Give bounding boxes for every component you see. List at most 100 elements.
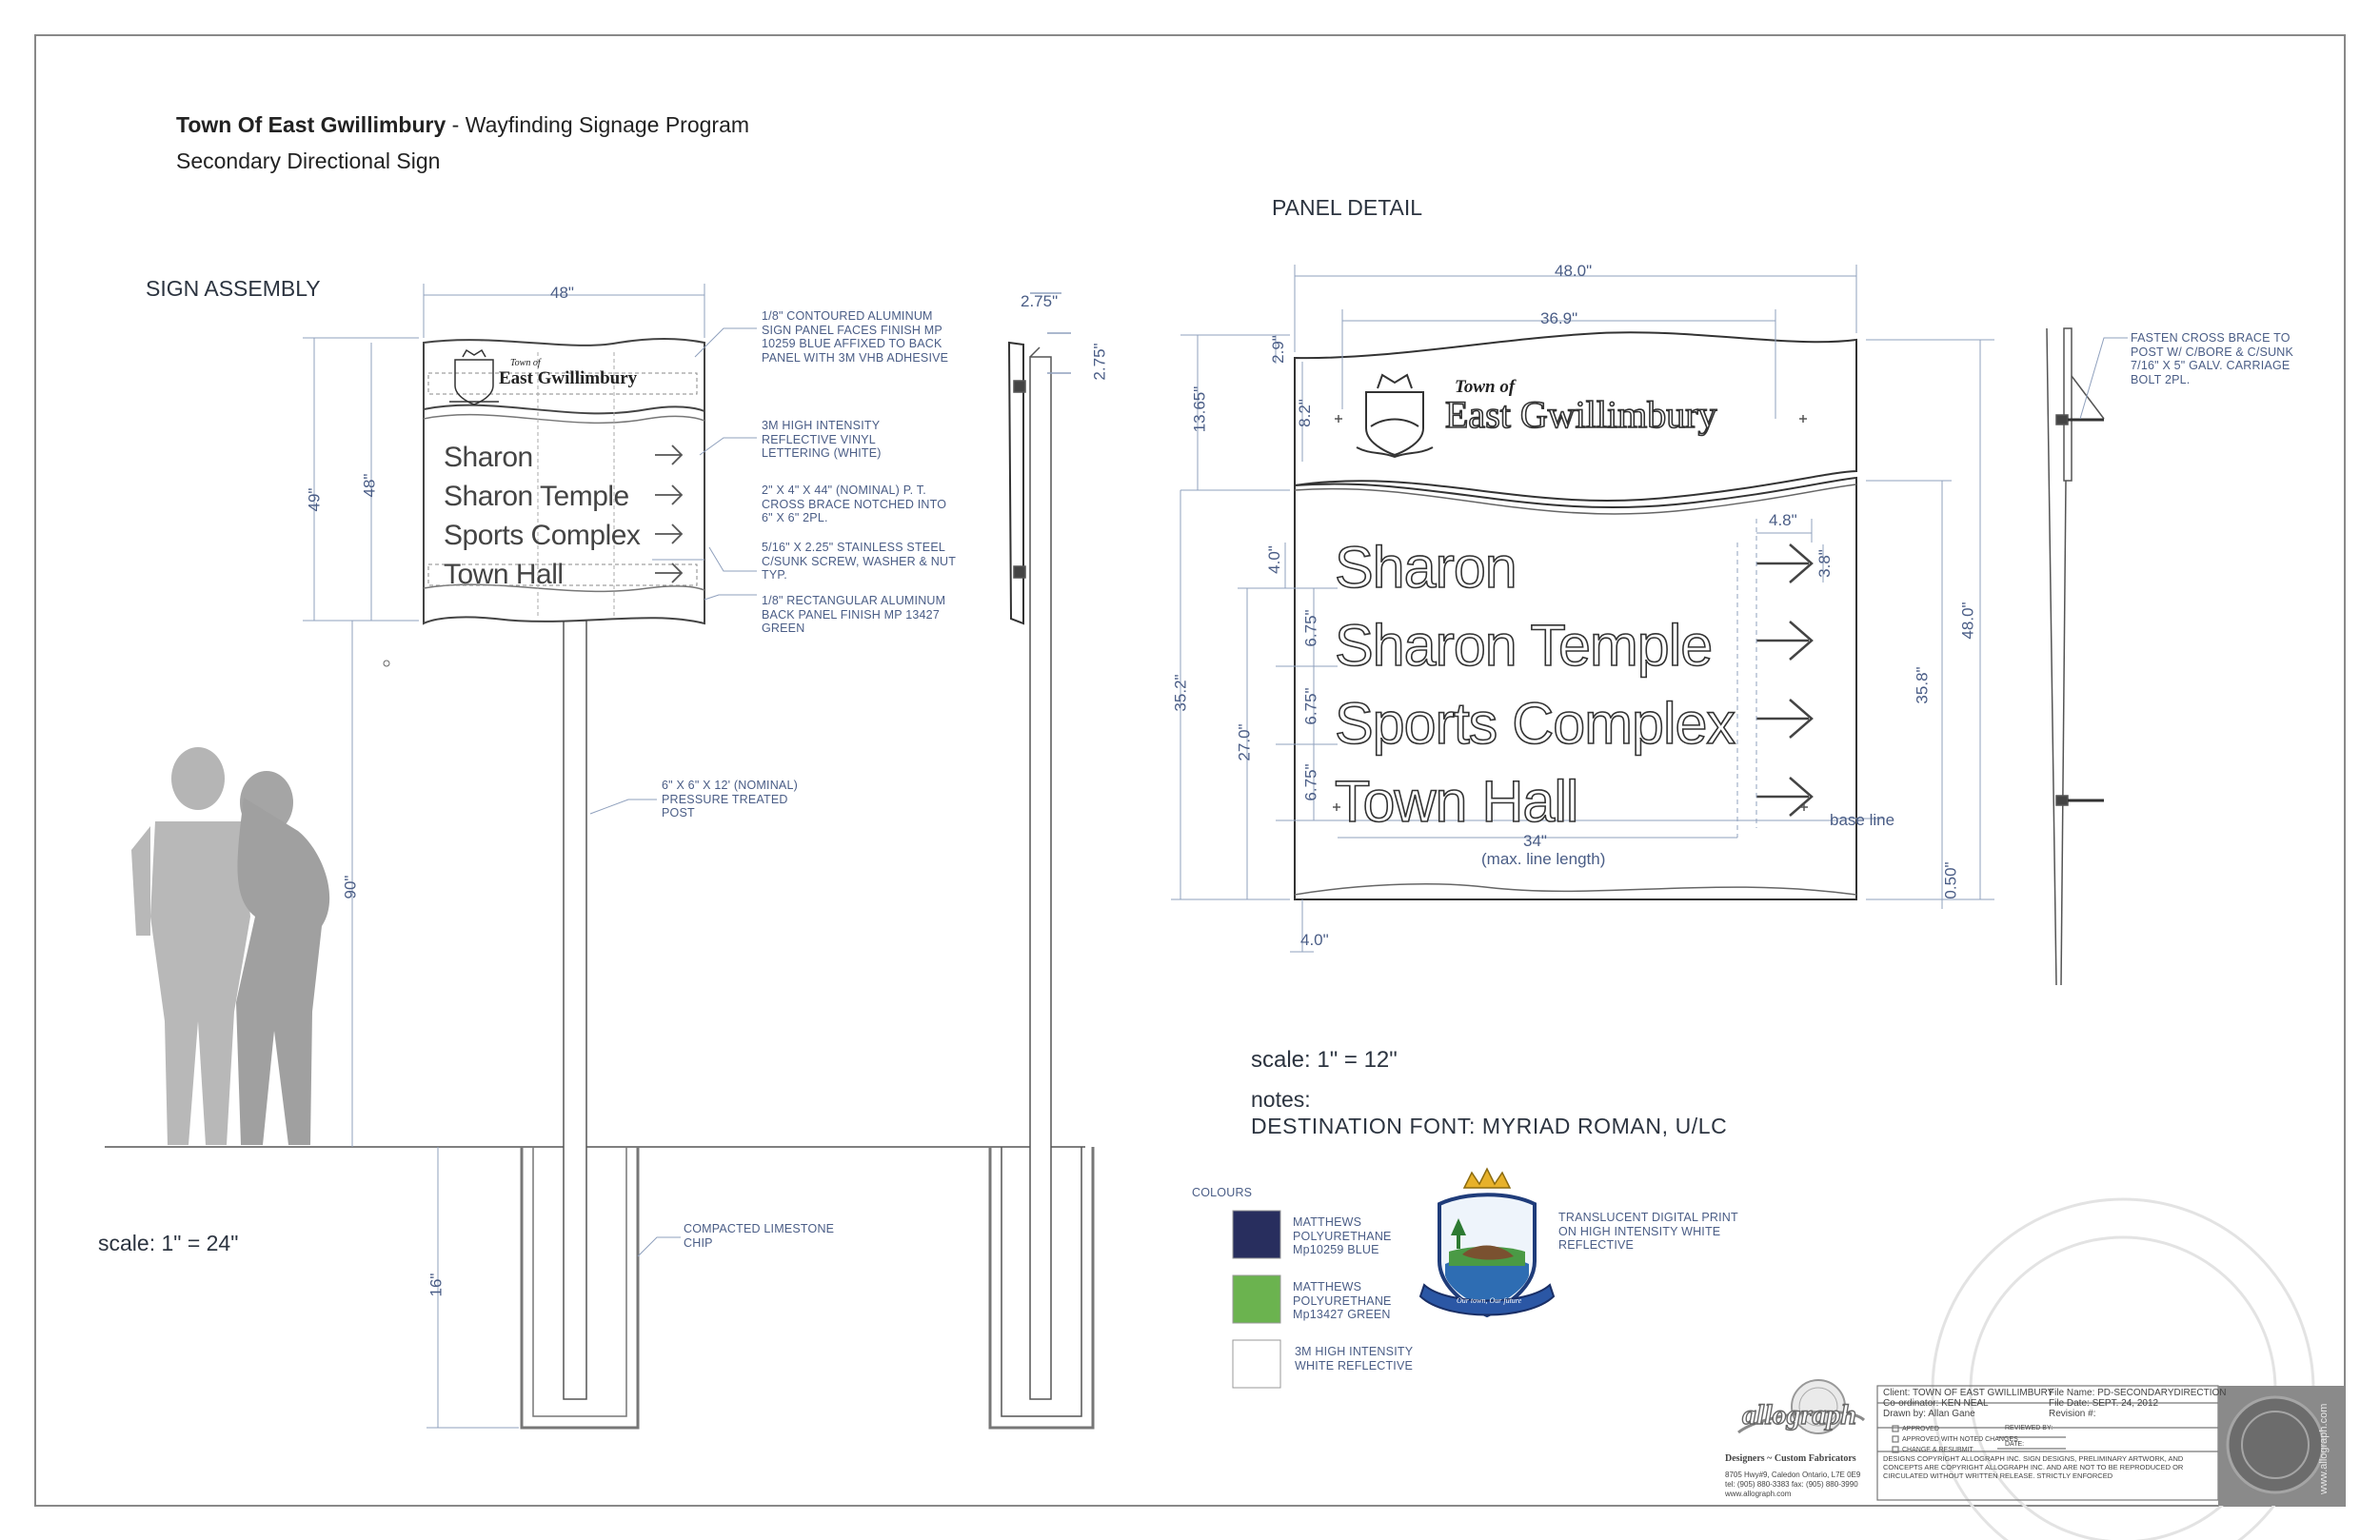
- assembly-destination: Sharon: [444, 442, 533, 473]
- note-fasten-cross-brace: FASTEN CROSS BRACE TO POST W/ C/BORE & C…: [2131, 331, 2294, 386]
- assembly-logo-name: East Gwillimbury: [499, 368, 638, 388]
- panel-logo-name: East Gwillimbury: [1444, 392, 1717, 437]
- town-crest-logo: [1418, 1167, 1556, 1318]
- dim-line-length-note: (max. line length): [1481, 850, 1606, 868]
- tb-file-date: File Date: SEPT. 24, 2012: [2049, 1398, 2159, 1409]
- front-arrows: [655, 444, 684, 583]
- dim-spacing3: 6.75": [1301, 763, 1320, 801]
- assembly-logo-town-of: Town of: [510, 358, 541, 368]
- dim-side-right: 2.75": [1090, 343, 1109, 381]
- colour-swatch-blue: [1232, 1210, 1281, 1259]
- assembly-scale: scale: 1" = 24": [98, 1231, 239, 1255]
- tb-check-option: APPROVED: [1902, 1426, 1939, 1432]
- title-block: [1876, 1385, 2219, 1501]
- note-post: 6" X 6" X 12' (NOMINAL) PRESSURE TREATED…: [662, 779, 798, 819]
- panel-front: [423, 337, 705, 625]
- notes-label: notes:: [1251, 1087, 1311, 1112]
- dim-top-margin: 2.9": [1268, 335, 1287, 364]
- dim-arrow-width: 4.8": [1769, 511, 1797, 529]
- note-panel-faces: 1/8" CONTOURED ALUMINUM SIGN PANEL FACES…: [762, 309, 949, 365]
- dim-panel-width: 48.0": [1555, 262, 1593, 280]
- tb-check-option: APPROVED WITH NOTED CHANGES: [1902, 1436, 2018, 1443]
- dim-base-offset: 0.50": [1941, 861, 1960, 899]
- company-logo-text: allograph: [1741, 1398, 1857, 1431]
- arrow-icon: [655, 523, 684, 544]
- address-line: tel: (905) 880-3383 fax: (905) 880-3990: [1725, 1480, 1858, 1489]
- footing-side: [988, 1147, 1095, 1430]
- header-title: Town Of East Gwillimbury - Wayfinding Si…: [176, 112, 749, 138]
- crest-icon-small-front: [449, 348, 499, 405]
- colour-swatch-green: [1232, 1274, 1281, 1324]
- arrow-icon: [1756, 699, 1814, 739]
- panel-destination: Sharon: [1334, 534, 1517, 601]
- dim-header-width: 36.9": [1540, 309, 1578, 327]
- crest-motto: Our town, Our future: [1457, 1296, 1522, 1305]
- panel-destination: Town Hall: [1334, 768, 1579, 835]
- arrow-icon: [1756, 777, 1814, 817]
- assembly-destination-list: Sharon Sharon Temple Sports Complex Town…: [444, 438, 641, 594]
- sign-assembly-title: SIGN ASSEMBLY: [146, 276, 321, 301]
- survey-point-icon: [383, 660, 390, 667]
- tb-approval-checks: APPROVED APPROVED WITH NOTED CHANGES CHA…: [1902, 1424, 2018, 1455]
- tb-copyright: DESIGNS COPYRIGHT ALLOGRAPH INC. SIGN DE…: [1883, 1454, 2184, 1480]
- footing-front: [520, 1147, 640, 1430]
- dim-spacing2: 6.75": [1301, 687, 1320, 725]
- tb-revision: Revision #:: [2049, 1409, 2096, 1419]
- human-scale-silhouette: [122, 745, 346, 1155]
- panel-arrows: [1756, 543, 1814, 817]
- tb-date: DATE:: [2005, 1441, 2025, 1448]
- assembly-dimension-lines: [303, 284, 757, 1429]
- dim-spacing1: 6.75": [1301, 609, 1320, 647]
- note-screw: 5/16" X 2.25" STAINLESS STEEL C/SUNK SCR…: [762, 541, 956, 582]
- arrow-icon: [655, 444, 684, 465]
- panel-destination: Sports Complex: [1334, 690, 1736, 757]
- company-tagline: Designers ~ Custom Fabricators: [1725, 1453, 1856, 1464]
- assembly-destination: Sharon Temple: [444, 481, 629, 512]
- post-side: [1029, 356, 1052, 1400]
- arrow-icon: [655, 563, 684, 583]
- program-name: - Wayfinding Signage Program: [446, 112, 750, 137]
- panel-detail-title: PANEL DETAIL: [1272, 195, 1423, 220]
- arrow-icon: [655, 484, 684, 505]
- dim-assembly-overall-height: 49": [305, 487, 324, 512]
- town-name: Town Of East Gwillimbury: [176, 112, 446, 137]
- tb-coordinator: Co-ordinator: KEN NEAL: [1883, 1398, 1989, 1409]
- crest-print-note: TRANSLUCENT DIGITAL PRINT ON HIGH INTENS…: [1558, 1211, 1738, 1252]
- panel-lower-face: [1294, 476, 1857, 900]
- allograph-logo: [1737, 1379, 1866, 1434]
- tb-drawn-by: Drawn by: Allan Gane: [1883, 1409, 1975, 1419]
- tb-website: www.allograph.com: [2318, 1403, 2330, 1494]
- panel-detail-drawing: [1294, 331, 1857, 900]
- colour-label-blue: MATTHEWS POLYURETHANE Mp10259 BLUE: [1293, 1215, 1392, 1256]
- dim-text-block: 27.0": [1235, 723, 1254, 761]
- dim-line-length: 34": [1523, 832, 1547, 850]
- dim-side-top: 2.75": [1021, 292, 1059, 310]
- sign-assembly-front: [105, 337, 1085, 1430]
- tb-file-name: File Name: PD-SECONDARYDIRECTION: [2049, 1388, 2227, 1398]
- tb-reviewed-by: REVIEWED BY:: [2005, 1425, 2053, 1431]
- panel-side-profile: [2046, 327, 2128, 986]
- arrow-icon: [1756, 543, 1814, 583]
- arrow-icon: [1756, 621, 1814, 661]
- panel-header-face: [1294, 331, 1857, 502]
- address-line: 8705 Hwy#9, Caledon Ontario, L7E 0E9: [1725, 1471, 1861, 1479]
- panel-dimension-lines: [1171, 265, 1994, 953]
- assembly-destination: Town Hall: [444, 559, 564, 590]
- dim-line1: 4.0": [1264, 545, 1283, 574]
- dim-logo-height: 8.2": [1295, 399, 1314, 427]
- registration-marks: [1333, 415, 1808, 811]
- address-line: www.allograph.com: [1725, 1490, 1792, 1498]
- note-back-panel: 1/8" RECTANGULAR ALUMINUM BACK PANEL FIN…: [762, 594, 946, 635]
- dim-lower-height: 35.2": [1171, 674, 1190, 712]
- dim-total-height: 48.0": [1958, 602, 1977, 640]
- assembly-destination: Sports Complex: [444, 520, 641, 551]
- colour-swatch-white: [1232, 1339, 1281, 1389]
- crest-icon-panel: [1356, 373, 1434, 459]
- panel-destination: Sharon Temple: [1334, 612, 1714, 679]
- panel-destination-list: Sharon Sharon Temple Sports Complex Town…: [1334, 528, 1736, 840]
- dim-header-height: 13.65": [1190, 385, 1209, 433]
- colours-title: COLOURS: [1192, 1186, 1253, 1199]
- dim-assembly-width: 48": [550, 284, 574, 302]
- post-front: [563, 620, 587, 1400]
